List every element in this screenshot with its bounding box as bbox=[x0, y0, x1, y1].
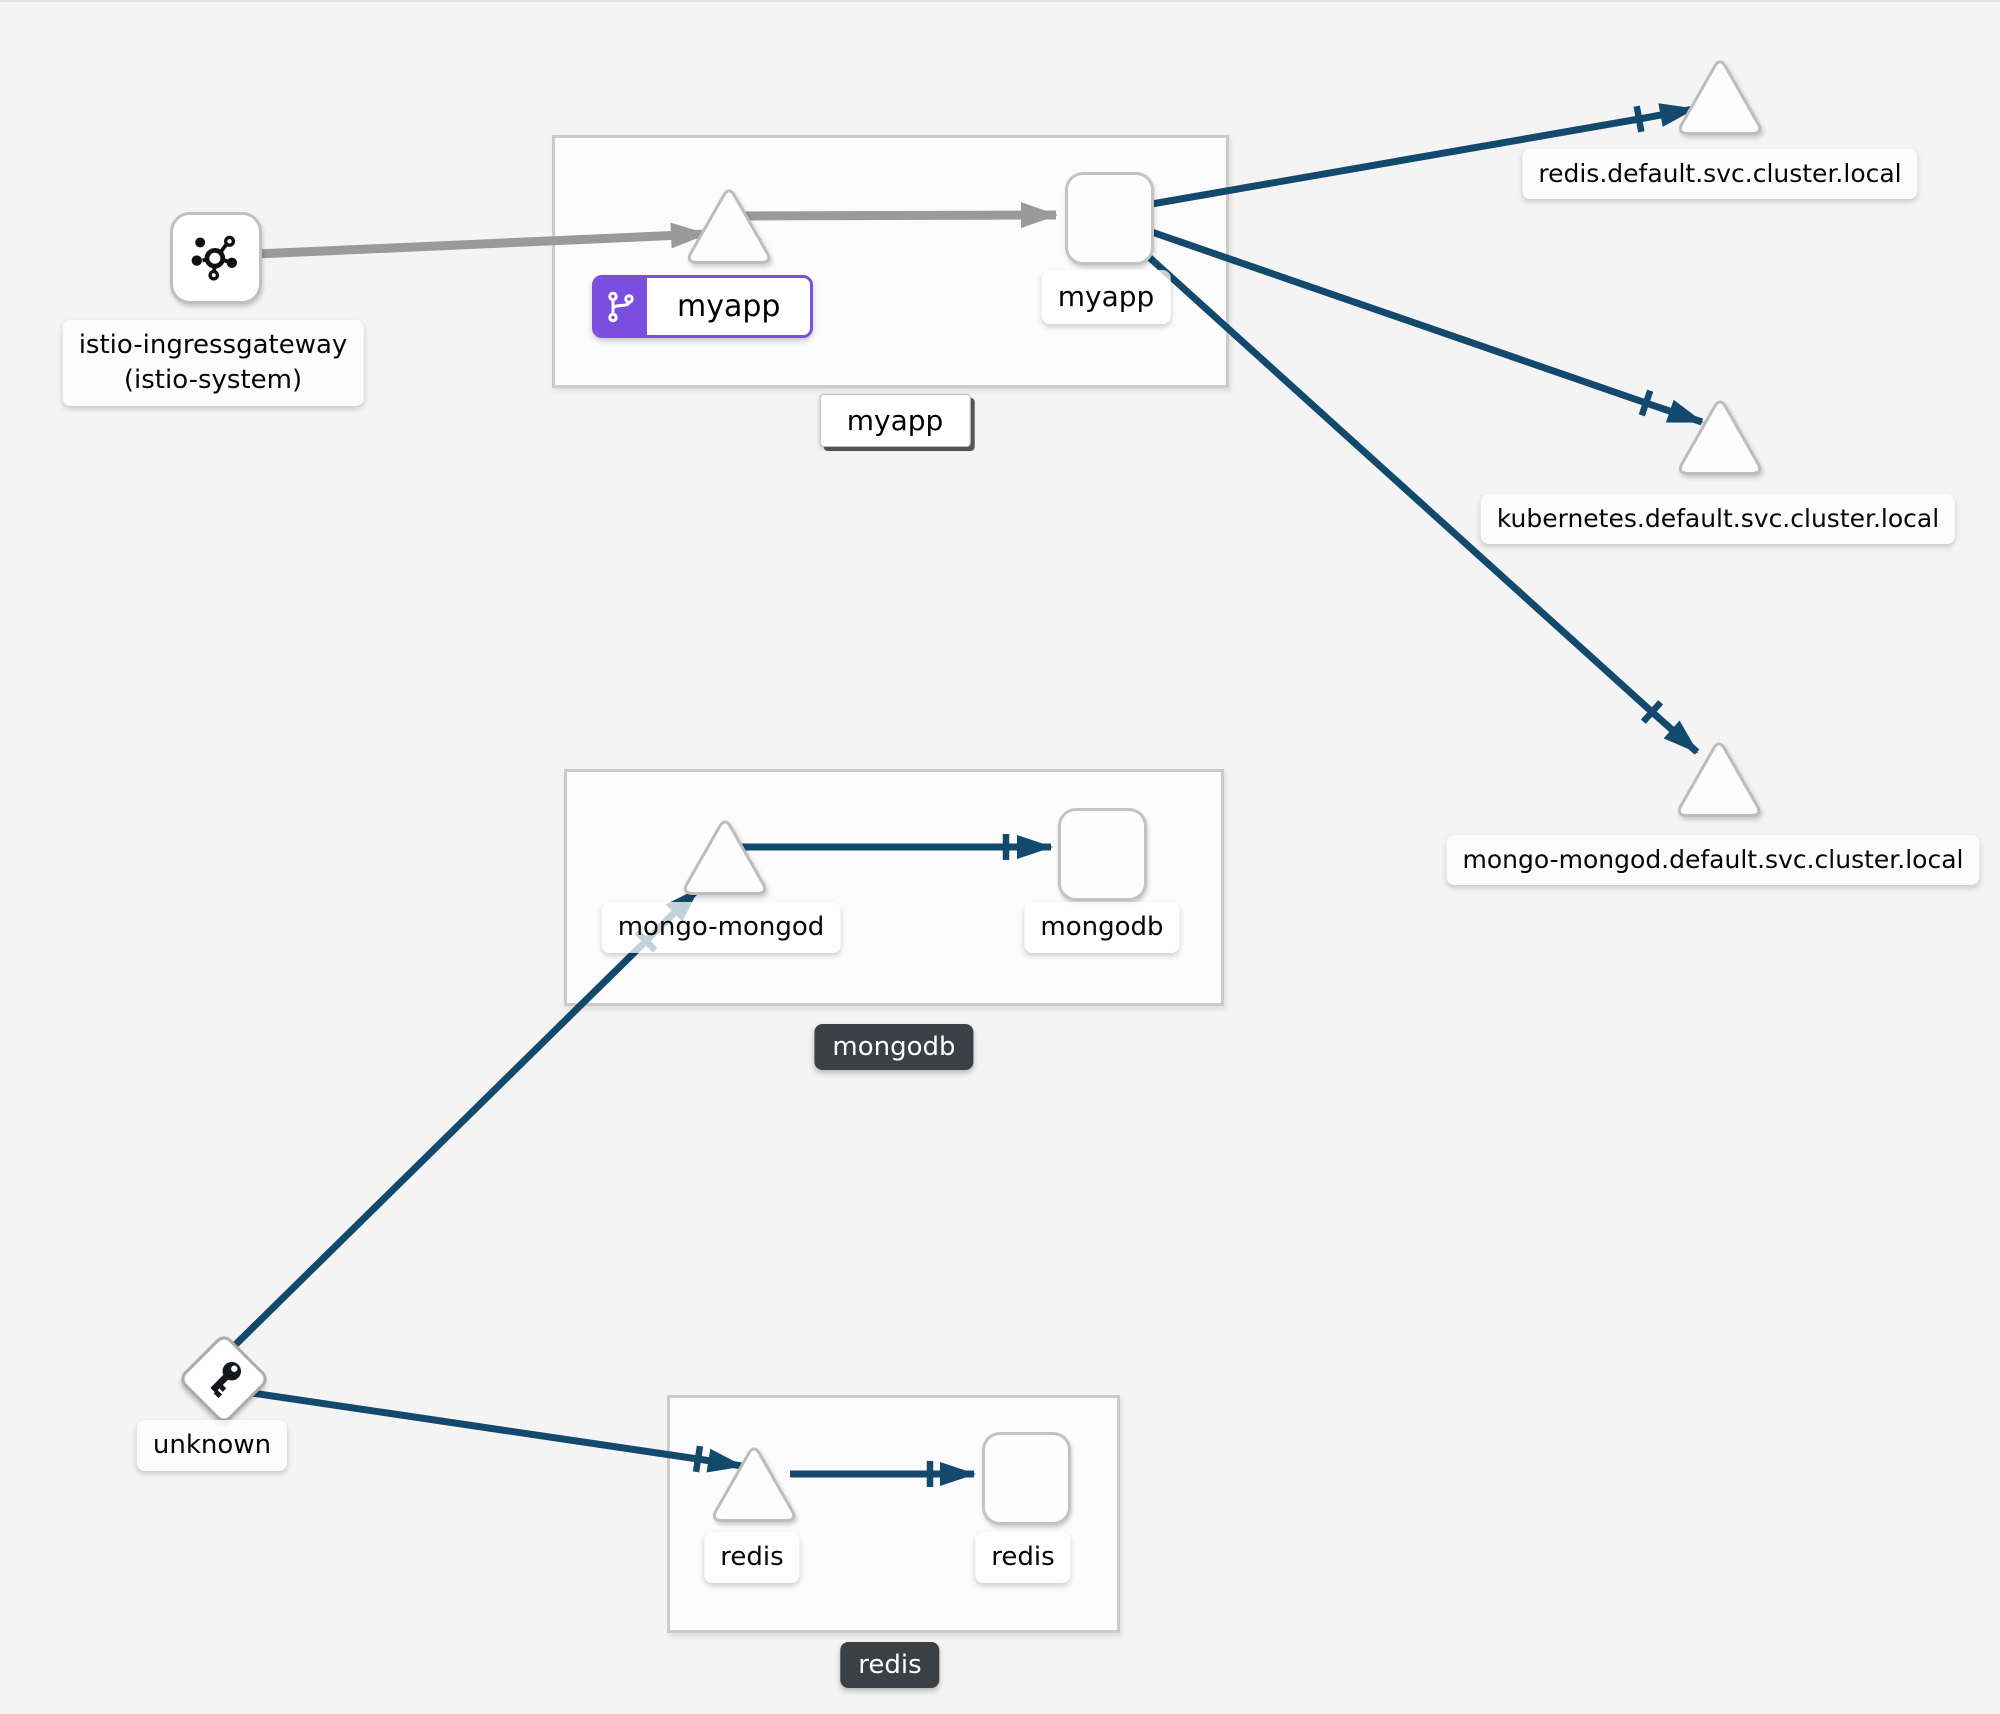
app-node-redis[interactable] bbox=[982, 1432, 1071, 1525]
app-node-mongodb[interactable] bbox=[1058, 808, 1147, 901]
label-mongodb-app[interactable]: mongodb bbox=[1024, 902, 1180, 954]
label-redis-service[interactable]: redis bbox=[704, 1532, 800, 1584]
edge-myapp-to-kubernetes-external[interactable] bbox=[1144, 226, 1704, 426]
service-badge-myapp[interactable]: myapp bbox=[592, 275, 814, 338]
service-node-kubernetes-external[interactable] bbox=[1678, 395, 1762, 475]
label-myapp-app[interactable]: myapp bbox=[1041, 270, 1171, 324]
label-redis-external[interactable]: redis.default.svc.cluster.local bbox=[1522, 149, 1918, 199]
label-kubernetes-external[interactable]: kubernetes.default.svc.cluster.local bbox=[1480, 494, 1956, 544]
service-node-redis-external[interactable] bbox=[1678, 55, 1762, 135]
edge-unknown-to-mongo-mongod-service[interactable] bbox=[225, 886, 701, 1355]
service-badge-label: myapp bbox=[647, 278, 811, 335]
label-mongo-external[interactable]: mongo-mongod.default.svc.cluster.local bbox=[1446, 835, 1980, 885]
unknown-node[interactable] bbox=[177, 1332, 271, 1426]
service-node-mongo-mongod[interactable] bbox=[683, 815, 767, 895]
edge-myapp-to-redis-external[interactable] bbox=[1145, 103, 1696, 209]
box-label-redis[interactable]: redis bbox=[840, 1642, 940, 1688]
edge-unknown-to-redis-service[interactable] bbox=[251, 1389, 744, 1473]
key-icon bbox=[202, 1357, 246, 1401]
label-redis-app[interactable]: redis bbox=[975, 1532, 1071, 1584]
label-istio-ingressgateway[interactable]: istio-ingressgateway (istio-system) bbox=[62, 320, 364, 407]
box-label-mongodb[interactable]: mongodb bbox=[814, 1024, 974, 1070]
service-node-myapp[interactable] bbox=[687, 184, 771, 264]
git-branch-icon bbox=[595, 278, 647, 335]
label-unknown[interactable]: unknown bbox=[136, 1420, 288, 1472]
gateway-node-istio-ingressgateway[interactable] bbox=[170, 212, 262, 304]
edge-myapp-service-to-myapp-app[interactable] bbox=[737, 202, 1058, 229]
mesh-icon bbox=[190, 230, 242, 286]
label-mongo-mongod[interactable]: mongo-mongod bbox=[601, 902, 841, 954]
edge-ingress-to-myapp-service[interactable] bbox=[255, 222, 708, 259]
edge-myapp-to-mongo-external[interactable] bbox=[1137, 246, 1700, 755]
service-node-mongo-external[interactable] bbox=[1677, 737, 1761, 817]
label-line2: (istio-system) bbox=[123, 365, 303, 396]
label-line1: istio-ingressgateway bbox=[78, 330, 348, 360]
app-node-myapp[interactable] bbox=[1065, 172, 1154, 265]
box-label-myapp[interactable]: myapp bbox=[819, 394, 971, 447]
service-node-redis[interactable] bbox=[712, 1442, 796, 1522]
